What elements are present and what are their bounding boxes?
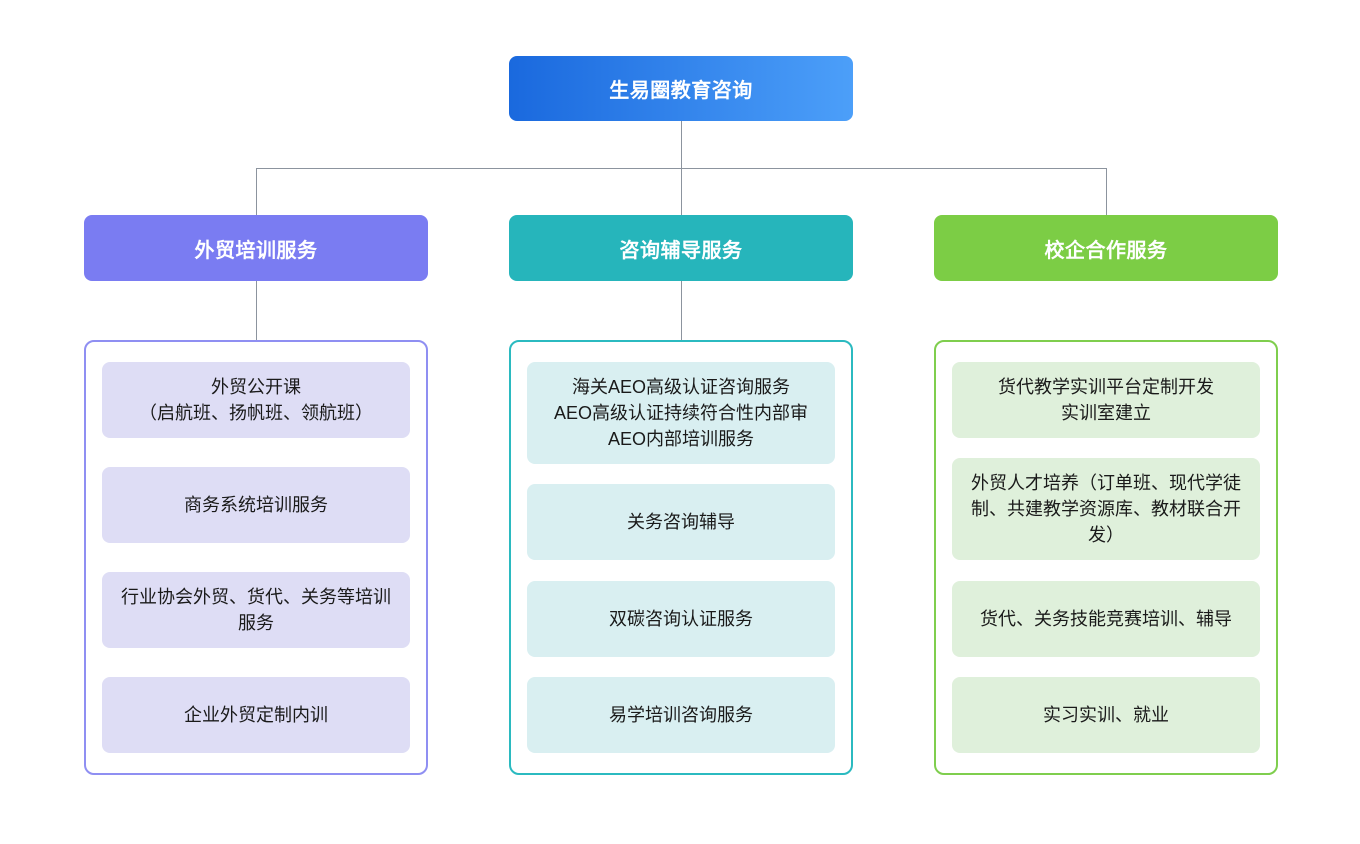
- leaf-node: 海关AEO高级认证咨询服务 AEO高级认证持续符合性内部审 AEO内部培训服务: [527, 362, 835, 464]
- leaf-node-label: 外贸人才培养（订单班、现代学徒制、共建教学资源库、教材联合开发）: [971, 473, 1241, 546]
- leaf-node-label: 企业外贸定制内训: [184, 705, 328, 725]
- branch-container-school-enterprise-cooperation: 货代教学实训平台定制开发 实训室建立 外贸人才培养（订单班、现代学徒制、共建教学…: [934, 340, 1278, 775]
- leaf-node-label: 海关AEO高级认证咨询服务 AEO高级认证持续符合性内部审 AEO内部培训服务: [553, 377, 808, 449]
- leaf-node: 企业外贸定制内训: [102, 677, 410, 753]
- leaf-node: 货代教学实训平台定制开发 实训室建立: [952, 362, 1260, 438]
- leaf-node: 实习实训、就业: [952, 676, 1260, 753]
- leaf-node: 外贸人才培养（订单班、现代学徒制、共建教学资源库、教材联合开发）: [952, 458, 1260, 561]
- leaf-node: 货代、关务技能竞赛培训、辅导: [952, 580, 1260, 657]
- connector-header-to-container-1: [256, 281, 257, 340]
- connector-root-stem: [681, 121, 682, 168]
- root-node-label: 生易圈教育咨询: [609, 80, 753, 102]
- leaf-node-label: 货代、关务技能竞赛培训、辅导: [980, 608, 1232, 629]
- leaf-node-label: 实习实训、就业: [1043, 704, 1169, 725]
- leaf-node: 易学培训咨询服务: [527, 676, 835, 753]
- root-node: 生易圈教育咨询: [509, 56, 853, 121]
- connector-drop-branch-3: [1106, 168, 1107, 215]
- branch-header-foreign-trade-training: 外贸培训服务: [84, 215, 428, 281]
- leaf-node-label: 行业协会外贸、货代、关务等培训服务: [121, 587, 391, 633]
- leaf-node-label: 外贸公开课 （启航班、扬帆班、领航班）: [139, 377, 373, 423]
- branch-header-label: 外贸培训服务: [194, 239, 318, 262]
- leaf-node: 双碳咨询认证服务: [527, 580, 835, 657]
- connector-drop-branch-1: [256, 168, 257, 215]
- leaf-node-label: 关务咨询辅导: [627, 512, 735, 533]
- leaf-node-label: 双碳咨询认证服务: [609, 608, 753, 629]
- branch-header-label: 咨询辅导服务: [619, 239, 743, 262]
- branch-container-consulting-coaching: 海关AEO高级认证咨询服务 AEO高级认证持续符合性内部审 AEO内部培训服务 …: [509, 340, 853, 775]
- leaf-node-label: 商务系统培训服务: [184, 495, 328, 515]
- leaf-node: 商务系统培训服务: [102, 467, 410, 543]
- connector-header-to-container-2: [681, 281, 682, 340]
- branch-header-label: 校企合作服务: [1044, 239, 1168, 262]
- leaf-node-label: 货代教学实训平台定制开发 实训室建立: [998, 377, 1214, 423]
- leaf-node: 行业协会外贸、货代、关务等培训服务: [102, 572, 410, 648]
- connector-drop-branch-2: [681, 168, 682, 215]
- branch-container-foreign-trade-training: 外贸公开课 （启航班、扬帆班、领航班） 商务系统培训服务 行业协会外贸、货代、关…: [84, 340, 428, 775]
- branch-header-consulting-coaching: 咨询辅导服务: [509, 215, 853, 281]
- branch-header-school-enterprise-cooperation: 校企合作服务: [934, 215, 1278, 281]
- leaf-node: 外贸公开课 （启航班、扬帆班、领航班）: [102, 362, 410, 438]
- leaf-node-label: 易学培训咨询服务: [609, 704, 753, 725]
- leaf-node: 关务咨询辅导: [527, 484, 835, 561]
